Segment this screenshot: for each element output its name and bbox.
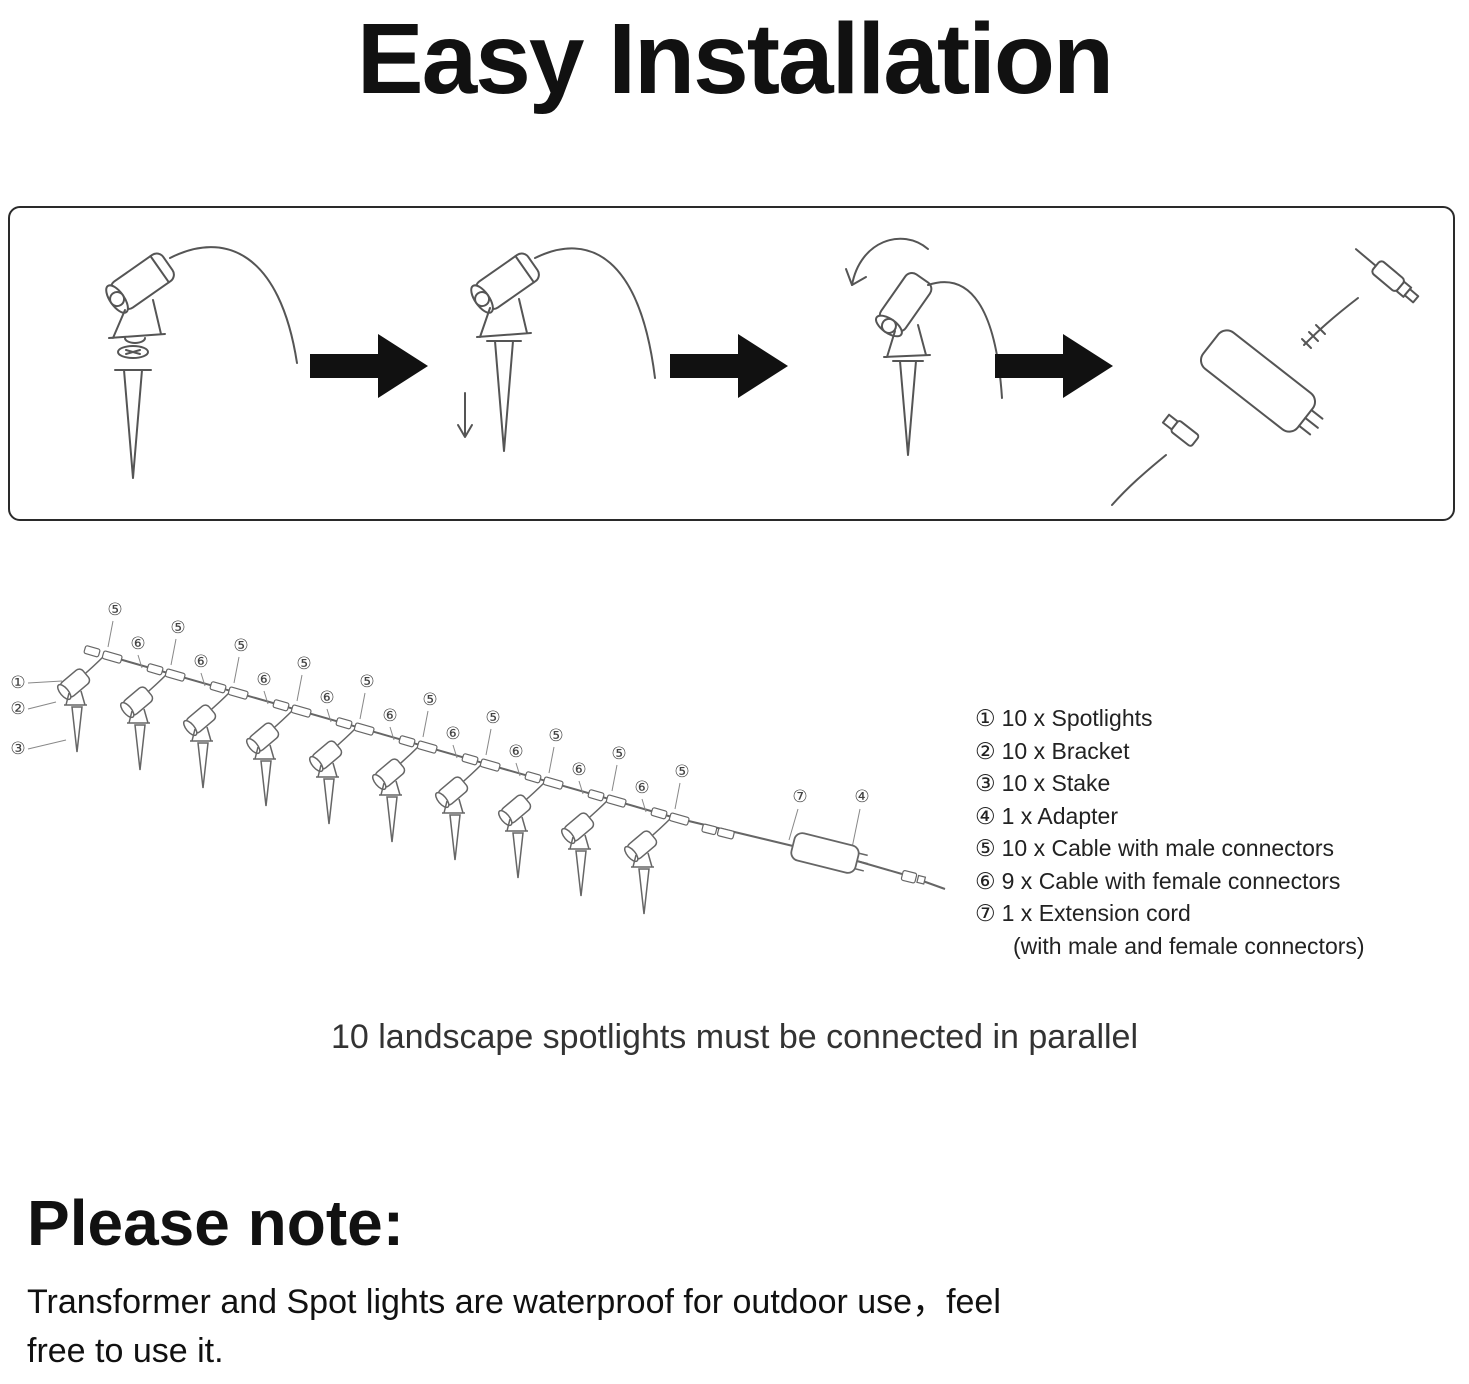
svg-text:⑥: ⑥ — [382, 706, 397, 725]
svg-text:⑥: ⑥ — [508, 742, 523, 761]
svg-text:⑤: ⑤ — [674, 762, 689, 781]
part-text: (with male and female connectors) — [1013, 932, 1365, 959]
svg-text:⑤: ⑤ — [170, 618, 185, 637]
part-text: 9 x Cable with female connectors — [1001, 867, 1341, 894]
arrow-right-icon — [670, 334, 788, 398]
part-text: 1 x Extension cord — [1001, 900, 1191, 926]
parallel-connection-caption: 10 landscape spotlights must be connecte… — [330, 1018, 1139, 1056]
note-heading: Please note: — [27, 1187, 405, 1259]
step1-spotlight-parts-illustration — [105, 246, 298, 479]
spotlight-unit — [182, 681, 249, 789]
svg-text:⑥: ⑥ — [256, 670, 271, 689]
installation-steps-illustration — [105, 237, 1420, 506]
spotlight-unit — [308, 717, 375, 825]
svg-text:⑥: ⑥ — [319, 688, 334, 707]
note-line: free to use it. — [27, 1332, 224, 1370]
svg-text:④: ④ — [854, 787, 869, 806]
part-text: 10 x Bracket — [1001, 737, 1130, 764]
svg-text:⑥: ⑥ — [130, 634, 145, 653]
arrow-right-icon — [310, 334, 428, 398]
extension-connector — [701, 823, 735, 840]
part-marker: ④ — [975, 802, 996, 829]
svg-text:⑤: ⑤ — [296, 654, 311, 673]
svg-text:⑥: ⑥ — [193, 652, 208, 671]
spotlight-unit — [245, 699, 312, 807]
svg-text:⑤: ⑤ — [548, 726, 563, 745]
part-marker: ① — [975, 705, 996, 731]
spotlight-unit — [371, 735, 438, 843]
spotlight-unit — [623, 807, 690, 915]
part-marker: ⑦ — [975, 900, 996, 926]
svg-text:⑤: ⑤ — [359, 672, 374, 691]
note-body: Transformer and Spot lights are waterpro… — [27, 1278, 1447, 1376]
svg-text:⑤: ⑤ — [107, 600, 122, 619]
part-marker: ⑥ — [975, 867, 996, 894]
spotlight-unit — [434, 753, 501, 861]
svg-text:⑤: ⑤ — [422, 690, 437, 709]
spotlight-unit — [56, 645, 123, 753]
svg-text:⑤: ⑤ — [611, 744, 626, 763]
svg-text:⑥: ⑥ — [445, 724, 460, 743]
part-text: 1 x Adapter — [1001, 802, 1118, 829]
svg-text:⑥: ⑥ — [571, 760, 586, 779]
step3-adjust-angle-illustration — [845, 237, 1003, 456]
step2-spotlight-assembled-illustration — [457, 247, 656, 452]
spotlight-unit — [560, 789, 627, 897]
parts-item: (with male and female connectors) — [975, 930, 1365, 963]
installation-steps-box — [8, 206, 1455, 521]
step4-adapter-connection-illustration — [1111, 248, 1420, 506]
svg-text:①: ① — [10, 673, 25, 692]
arrow-right-icon — [995, 334, 1113, 398]
svg-text:⑤: ⑤ — [485, 708, 500, 727]
adapter-body — [790, 832, 868, 874]
svg-text:③: ③ — [10, 739, 25, 758]
part-text: 10 x Cable with male connectors — [1001, 835, 1335, 861]
part-marker: ③ — [975, 770, 996, 796]
part-text: 10 x Stake — [1001, 770, 1111, 796]
part-marker: ⑤ — [975, 835, 996, 861]
svg-text:⑦: ⑦ — [792, 787, 807, 806]
svg-text:⑤: ⑤ — [233, 636, 248, 655]
page-title: Easy Installation — [356, 3, 1114, 115]
male-connector — [900, 870, 927, 885]
spotlight-unit — [497, 771, 564, 879]
svg-text:②: ② — [10, 699, 25, 718]
note-line: Transformer and Spot lights are waterpro… — [27, 1283, 1001, 1321]
spotlight-unit — [119, 663, 186, 771]
part-marker: ② — [975, 737, 996, 764]
part-text: 10 x Spotlights — [1001, 705, 1153, 731]
svg-text:⑥: ⑥ — [634, 778, 649, 797]
